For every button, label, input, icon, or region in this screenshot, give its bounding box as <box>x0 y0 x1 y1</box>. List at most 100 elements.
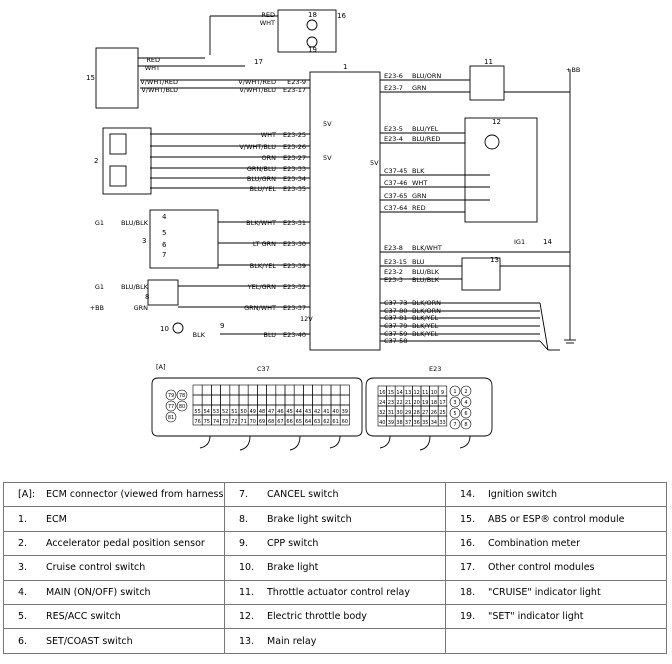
connector-pin-cell <box>211 394 221 406</box>
main-relay-box <box>461 257 501 291</box>
pin-e23-40: E23-40 <box>283 331 306 339</box>
legend-number: 17. <box>460 562 476 574</box>
wire-label-blk: BLK <box>193 331 206 339</box>
connector-pin-number: 43 <box>305 409 311 415</box>
wire-label-blkyel3: BLK/YEL <box>412 330 439 338</box>
legend-number: 4. <box>18 586 28 598</box>
connector-pin-number: 33 <box>439 420 445 426</box>
pin-e23-8: E23-8 <box>384 244 403 252</box>
connector-pin-number: 20 <box>414 400 420 406</box>
connector-pin-cell <box>247 384 258 396</box>
connector-pin-cell <box>330 394 341 406</box>
pin-e23-31: E23-31 <box>283 219 306 227</box>
pin-e23-6: E23-6 <box>384 72 403 80</box>
connector-pin-cell <box>275 394 286 406</box>
connector-round-pin <box>460 418 472 430</box>
pin-e23-27: E23-27 <box>283 154 306 162</box>
cruise-indicator-light <box>306 19 318 31</box>
wire-label-red-15: RED <box>146 56 160 64</box>
legend-number: 15. <box>460 513 476 525</box>
connector-pin-number: 38 <box>396 420 402 426</box>
pin-c37-59: C37-59 <box>384 330 407 338</box>
legend-cell: 15.ABS or ESP® control module <box>445 506 667 532</box>
connector-pin-number: 63 <box>314 419 320 425</box>
connector-round-pin-number: 78 <box>179 393 185 399</box>
legend-cell: [A]:ECM connector (viewed from harness s… <box>3 481 225 508</box>
wire-label-yelgrn: YEL/GRN <box>247 283 276 291</box>
connector-pin-cell <box>284 394 295 406</box>
connector-round-pin-number: 80 <box>179 404 185 410</box>
legend-text: RES/ACC switch <box>46 611 121 623</box>
connector-pin-number: 65 <box>296 419 302 425</box>
legend-text: Cruise control switch <box>46 562 146 574</box>
num-14: 14 <box>543 238 552 246</box>
connector-round-pin-number: 7 <box>453 422 456 428</box>
connector-pin-cell <box>275 384 286 396</box>
legend-number: 13. <box>239 635 255 647</box>
connector-pin-number: 54 <box>204 409 210 415</box>
e23-connector-outline <box>365 377 493 437</box>
connector-pin-cell <box>339 394 350 406</box>
connector-round-pin-number: 77 <box>168 404 174 410</box>
connector-pin-cell <box>293 384 304 396</box>
wire-label-blu: BLU <box>263 331 276 339</box>
connector-pin-number: 39 <box>388 420 394 426</box>
wire-label-blublk-b: BLU/BLK <box>121 283 149 291</box>
connector-round-pin-number: 2 <box>464 389 467 395</box>
connector-round-pin-number: 6 <box>464 411 467 417</box>
num-18: 18 <box>308 11 317 19</box>
connector-pin-number: 26 <box>431 410 437 416</box>
wire-label-blkyel2: BLK/YEL <box>412 322 439 330</box>
num-10: 10 <box>160 325 169 333</box>
connector-round-pin-number: 79 <box>168 393 174 399</box>
connector-pin-number: 50 <box>240 409 246 415</box>
num-7: 7 <box>162 251 166 259</box>
connector-round-pin-number: 3 <box>453 400 456 406</box>
connector-round-pin-number: 8 <box>464 422 467 428</box>
wire-label-grn: GRN <box>134 304 149 312</box>
pin-e23-2: E23-2 <box>384 268 403 276</box>
num-4: 4 <box>162 213 167 221</box>
connector-pin-cell <box>229 394 240 406</box>
pin-e23-37: E23-37 <box>283 304 306 312</box>
connector-pin-number: 16 <box>379 390 385 396</box>
plus-bb-left: +BB <box>90 304 104 312</box>
connector-c37-title: C37 <box>257 365 270 373</box>
connector-pin-number: 49 <box>250 409 256 415</box>
throttle-relay-box <box>469 65 505 101</box>
connector-pin-number: 40 <box>379 420 385 426</box>
legend-cell: 16.Combination meter <box>445 530 667 557</box>
wire-label-blkyel: BLK/YEL <box>250 262 277 270</box>
connector-pin-number: 45 <box>286 409 292 415</box>
connector-pin-cell <box>229 384 240 396</box>
app-sensor-box <box>102 127 152 195</box>
connector-pin-number: 15 <box>388 390 394 396</box>
connector-pin-number: 47 <box>268 409 274 415</box>
wire-label-blu-r: BLU <box>412 258 425 266</box>
legend-table: [A]:ECM connector (viewed from harness s… <box>3 481 667 654</box>
wire-label-grnwht: GRN/WHT <box>244 304 276 312</box>
legend-cell: 8.Brake light switch <box>224 506 446 532</box>
connector-pin-number: 66 <box>286 419 292 425</box>
legend-cell: 7.CANCEL switch <box>224 481 446 508</box>
connector-pin-number: 30 <box>396 410 402 416</box>
pin-c37-73: C37-73 <box>384 299 407 307</box>
wire-label-vwhtblu-15: V/WHT/BLU <box>141 86 178 94</box>
connector-pin-number: 70 <box>250 419 256 425</box>
connector-pin-number: 64 <box>305 419 311 425</box>
legend-number: 5. <box>18 611 28 623</box>
connector-round-pin <box>176 389 188 401</box>
connector-pin-cell <box>211 384 221 396</box>
num-1: 1 <box>343 63 347 71</box>
connector-round-pin-number: 4 <box>464 400 467 406</box>
num-5: 5 <box>162 229 166 237</box>
ecm-box <box>309 71 381 351</box>
pin-c37-64: C37-64 <box>384 204 407 212</box>
connector-pin-number: 60 <box>342 419 348 425</box>
legend-number: 3. <box>18 562 28 574</box>
wire-label-wht-r: WHT <box>412 179 427 187</box>
connector-pin-cell <box>321 394 332 406</box>
wire-label-ltgrn: LT GRN <box>253 240 276 248</box>
